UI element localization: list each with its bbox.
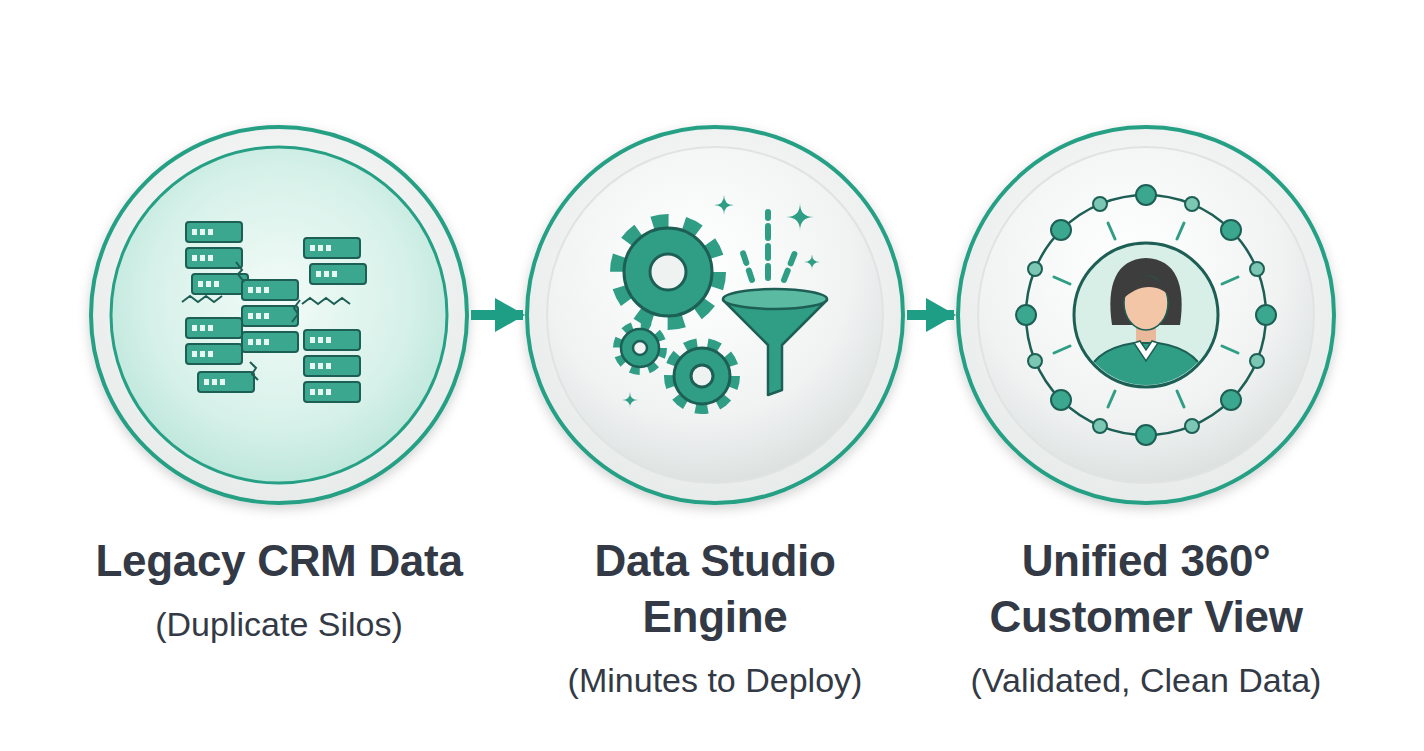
server-unit	[198, 372, 254, 392]
network-dot	[1256, 305, 1276, 325]
node-heading: Legacy CRM Data	[69, 533, 489, 589]
sparkle-star	[804, 254, 820, 270]
node-heading: Unified 360° Customer View	[946, 533, 1346, 645]
circle-outline	[523, 123, 907, 507]
server-unit	[186, 318, 242, 338]
sparkle-stream	[765, 212, 771, 278]
inner-disc	[111, 147, 447, 483]
network-dot	[1185, 197, 1199, 211]
face	[1124, 276, 1168, 330]
server-unit	[186, 222, 242, 242]
network-dot	[1016, 305, 1036, 325]
server-unit	[304, 330, 360, 350]
spoke	[1222, 346, 1238, 353]
server-unit	[186, 248, 242, 268]
crack-line	[250, 362, 258, 380]
customer-network-icon	[1016, 185, 1276, 445]
network-dot	[1051, 390, 1071, 410]
node-subtitle: (Duplicate Silos)	[155, 603, 403, 645]
node-subtitle: (Validated, Clean Data)	[971, 659, 1322, 701]
spoke	[1177, 223, 1184, 239]
sparkle-stream	[784, 250, 796, 280]
server-unit	[192, 274, 248, 294]
node-heading: Data Studio Engine	[525, 533, 905, 645]
spoke	[1054, 277, 1070, 284]
server-silos-icon	[182, 222, 366, 402]
crack-line	[236, 262, 244, 282]
server-unit	[310, 264, 366, 284]
network-dot	[1250, 354, 1264, 368]
network-dot	[1136, 425, 1156, 445]
network-dot	[1028, 262, 1042, 276]
person-avatar	[1082, 258, 1210, 390]
shoulders	[1082, 343, 1210, 390]
hair-back	[1110, 258, 1181, 325]
gear-body	[624, 228, 712, 316]
sparkle-star	[714, 195, 734, 215]
server-unit	[242, 280, 298, 300]
neck	[1136, 323, 1156, 347]
flow-arrow	[471, 310, 523, 320]
server-unit	[186, 344, 242, 364]
hair-fringe	[1121, 276, 1171, 301]
gear-teeth	[618, 326, 662, 370]
crack-line	[292, 300, 300, 322]
stage-circle: Data Studio Engine(Minutes to Deploy)	[523, 123, 907, 507]
network-ring	[1026, 195, 1266, 435]
funnel-body	[723, 300, 827, 395]
node-subtitle: (Minutes to Deploy)	[568, 659, 863, 701]
gear-body	[621, 329, 659, 367]
network-dot	[1185, 419, 1199, 433]
stage-circle: Legacy CRM Data(Duplicate Silos)	[87, 123, 471, 507]
inner-disc	[978, 147, 1314, 483]
network-dot	[1221, 390, 1241, 410]
collar	[1134, 341, 1158, 361]
network-dots	[1016, 185, 1276, 445]
server-unit	[242, 332, 298, 352]
spoke	[1108, 391, 1115, 407]
network-spokes	[1054, 223, 1238, 407]
network-dot	[1136, 185, 1156, 205]
stage-circle: Unified 360° Customer View(Validated, Cl…	[954, 123, 1338, 507]
caption-group: Unified 360° Customer View (Validated, Cl…	[946, 533, 1346, 701]
engine-icon	[618, 195, 827, 408]
crack-line	[302, 298, 350, 304]
spoke	[1177, 391, 1184, 407]
server-unit	[304, 356, 360, 376]
server-unit	[242, 306, 298, 326]
inner-disc	[547, 147, 883, 483]
network-dot	[1221, 220, 1241, 240]
outer-ring	[527, 127, 903, 503]
network-dot	[1093, 419, 1107, 433]
funnel-rim	[723, 289, 827, 309]
spoke	[1054, 346, 1070, 353]
caption-group: Legacy CRM Data (Duplicate Silos)	[69, 533, 489, 645]
flow-arrow	[907, 310, 954, 320]
network-dot	[1028, 354, 1042, 368]
gear-hole	[691, 365, 713, 387]
network-dot	[1250, 262, 1264, 276]
gear-body	[674, 348, 730, 404]
server-unit	[304, 238, 360, 258]
circle-outline	[954, 123, 1338, 507]
sparkle-star	[786, 203, 814, 231]
network-dot	[1051, 220, 1071, 240]
gear-hole	[633, 341, 647, 355]
circle-outline	[87, 123, 471, 507]
spoke	[1108, 223, 1115, 239]
spoke	[1222, 277, 1238, 284]
outer-ring	[958, 127, 1334, 503]
gear-teeth	[670, 344, 734, 408]
server-unit	[304, 382, 360, 402]
crack-line	[182, 296, 222, 302]
gear-hole	[650, 254, 686, 290]
gear-teeth	[618, 222, 718, 322]
sparkle-stream	[742, 250, 752, 280]
caption-group: Data Studio Engine (Minutes to Deploy)	[525, 533, 905, 701]
sparkle-star	[622, 392, 638, 408]
network-dot	[1093, 197, 1107, 211]
avatar-circle	[1074, 243, 1218, 387]
outer-ring	[91, 127, 467, 503]
